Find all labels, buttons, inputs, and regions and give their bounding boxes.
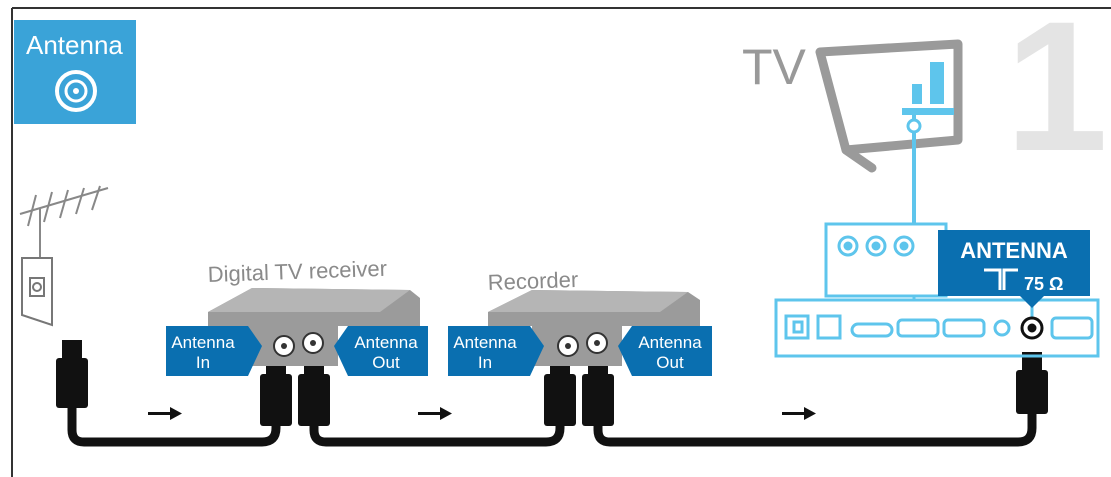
recorder-output-label-line1: Antenna xyxy=(638,333,702,352)
tv-label: TV xyxy=(742,39,807,95)
receiver-input-label-line1: Antenna xyxy=(171,333,235,352)
recorder-antenna-out-callout: Antenna Out xyxy=(618,326,712,376)
antenna-wall-socket-icon xyxy=(21,257,53,327)
arrow-right-icon xyxy=(418,407,452,420)
plug-recorder-in xyxy=(544,360,576,426)
wall-antenna-icon xyxy=(19,185,109,262)
recorder-input-label-line1: Antenna xyxy=(453,333,517,352)
tv-antenna-callout: ANTENNA 75 Ω xyxy=(938,230,1090,308)
plug-recorder-out xyxy=(582,360,614,426)
arrow-right-icon xyxy=(782,407,816,420)
plug-tv xyxy=(1016,352,1048,414)
tv-icon xyxy=(815,39,963,224)
digital-tv-receiver xyxy=(208,288,420,366)
frame xyxy=(11,7,1111,477)
recorder-input-label-line2: In xyxy=(478,353,492,372)
step-number: 1 xyxy=(1005,0,1108,190)
recorder-output-label-line2: Out xyxy=(656,353,684,372)
connector-panel-ports xyxy=(784,235,1094,340)
plug-receiver-out xyxy=(298,360,330,426)
antenna-connector-icon xyxy=(55,70,97,112)
receiver-label: Digital TV receiver xyxy=(207,256,387,287)
coax-symbol-icon xyxy=(984,268,1018,290)
recorder xyxy=(488,290,700,366)
tv-antenna-spec: 75 Ω xyxy=(1024,274,1063,294)
tv-antenna-title: ANTENNA xyxy=(960,238,1068,263)
recorder-antenna-in-callout: Antenna In xyxy=(448,326,544,376)
recorder-label: Recorder xyxy=(487,267,578,295)
cables xyxy=(67,403,1037,447)
plug-wall xyxy=(56,340,88,408)
receiver-antenna-in-callout: Antenna In xyxy=(166,326,262,376)
antenna-badge: Antenna xyxy=(14,20,136,124)
receiver-output-label-line1: Antenna xyxy=(354,333,418,352)
receiver-input-label-line2: In xyxy=(196,353,210,372)
antenna-badge-label: Antenna xyxy=(26,30,123,60)
receiver-antenna-out-callout: Antenna Out xyxy=(334,326,428,376)
arrow-right-icon xyxy=(148,407,182,420)
receiver-output-label-line2: Out xyxy=(372,353,400,372)
plug-receiver-in xyxy=(260,360,292,426)
